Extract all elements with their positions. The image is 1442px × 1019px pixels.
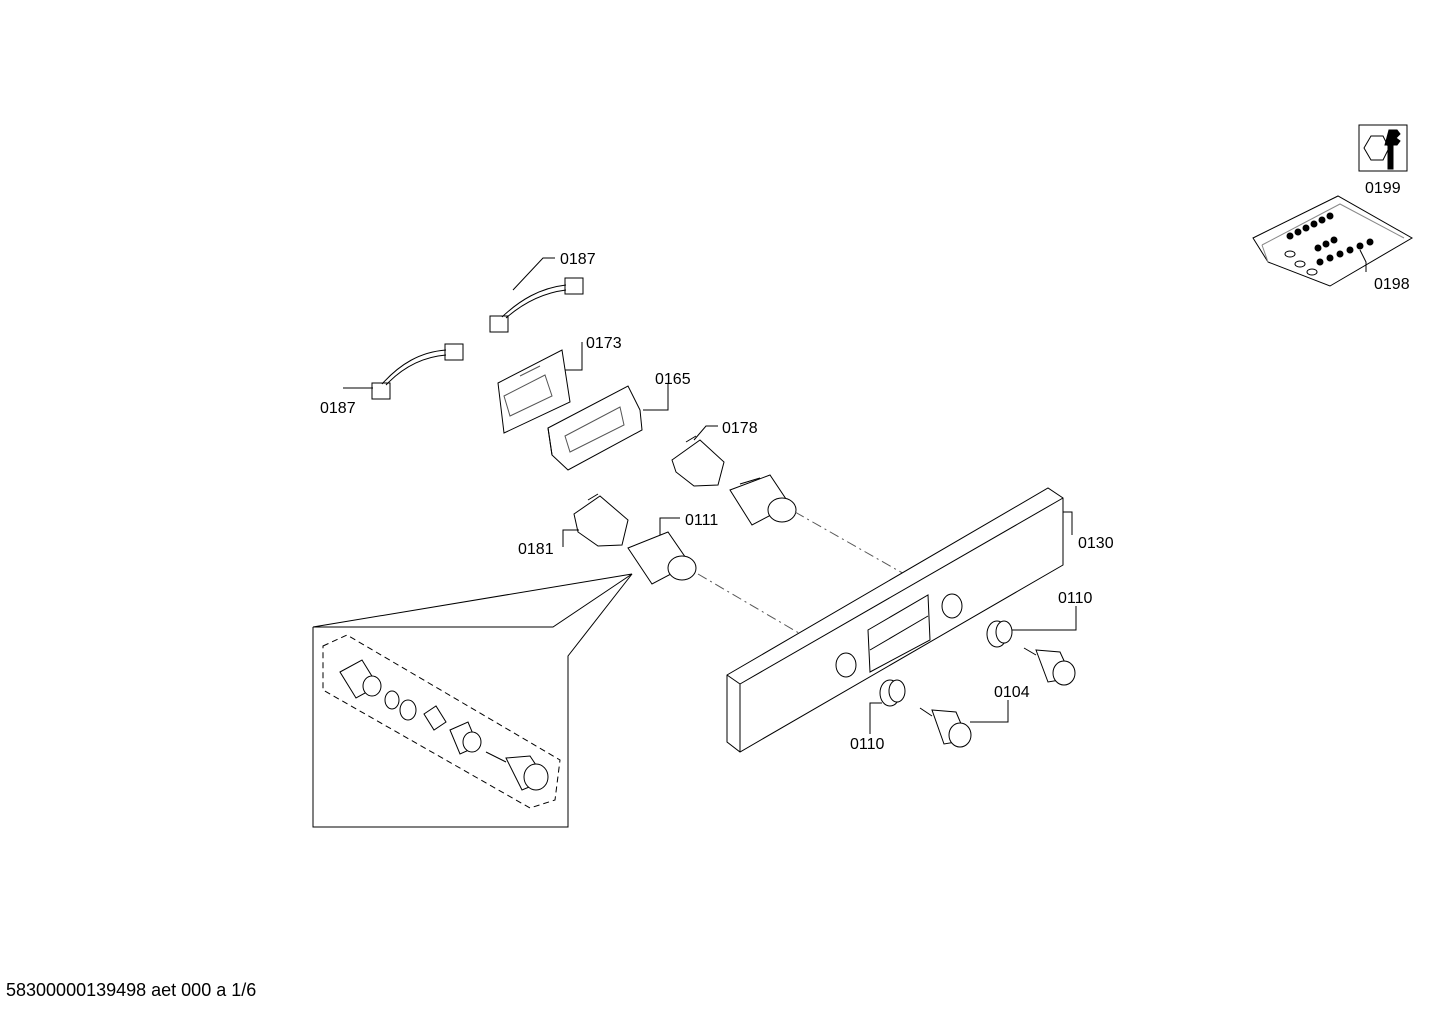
part-label-0173: 0173 — [586, 335, 622, 352]
part-label-0178: 0178 — [722, 420, 758, 437]
switch-bracket-lower — [574, 494, 628, 546]
part-label-0130: 0130 — [1078, 535, 1114, 552]
control-knob-bottom — [920, 708, 971, 747]
control-panel-fascia — [727, 488, 1063, 752]
part-label-0198: 0198 — [1374, 276, 1410, 293]
detail-callout — [313, 574, 632, 827]
part-label-0199: 0199 — [1365, 180, 1401, 197]
part-label-0165: 0165 — [655, 371, 691, 388]
screw-bag — [1253, 196, 1412, 286]
cable-harness-top — [490, 278, 583, 332]
part-label-0187-left: 0187 — [320, 400, 356, 417]
cable-harness-left — [372, 344, 463, 399]
document-id: 58300000139498 aet 000 a 1/6 — [6, 980, 257, 1000]
mounting-frame — [548, 386, 642, 470]
rotary-switch-lower — [628, 532, 696, 584]
switch-bracket — [672, 436, 724, 486]
control-circuit-board — [498, 350, 570, 433]
tool-kit-icon — [1359, 125, 1407, 171]
rotary-switch-upper — [730, 475, 796, 525]
control-knob-right — [1024, 648, 1075, 685]
part-label-0104: 0104 — [994, 684, 1030, 701]
part-label-0111: 0111 — [685, 512, 718, 529]
knob-ring-bottom — [880, 680, 905, 706]
part-label-0110-right: 0110 — [1058, 590, 1093, 607]
part-label-0187-top: 0187 — [560, 251, 596, 268]
part-label-0181: 0181 — [518, 541, 554, 558]
part-label-0110-bottom: 0110 — [850, 736, 885, 753]
knob-ring-right — [987, 621, 1012, 647]
